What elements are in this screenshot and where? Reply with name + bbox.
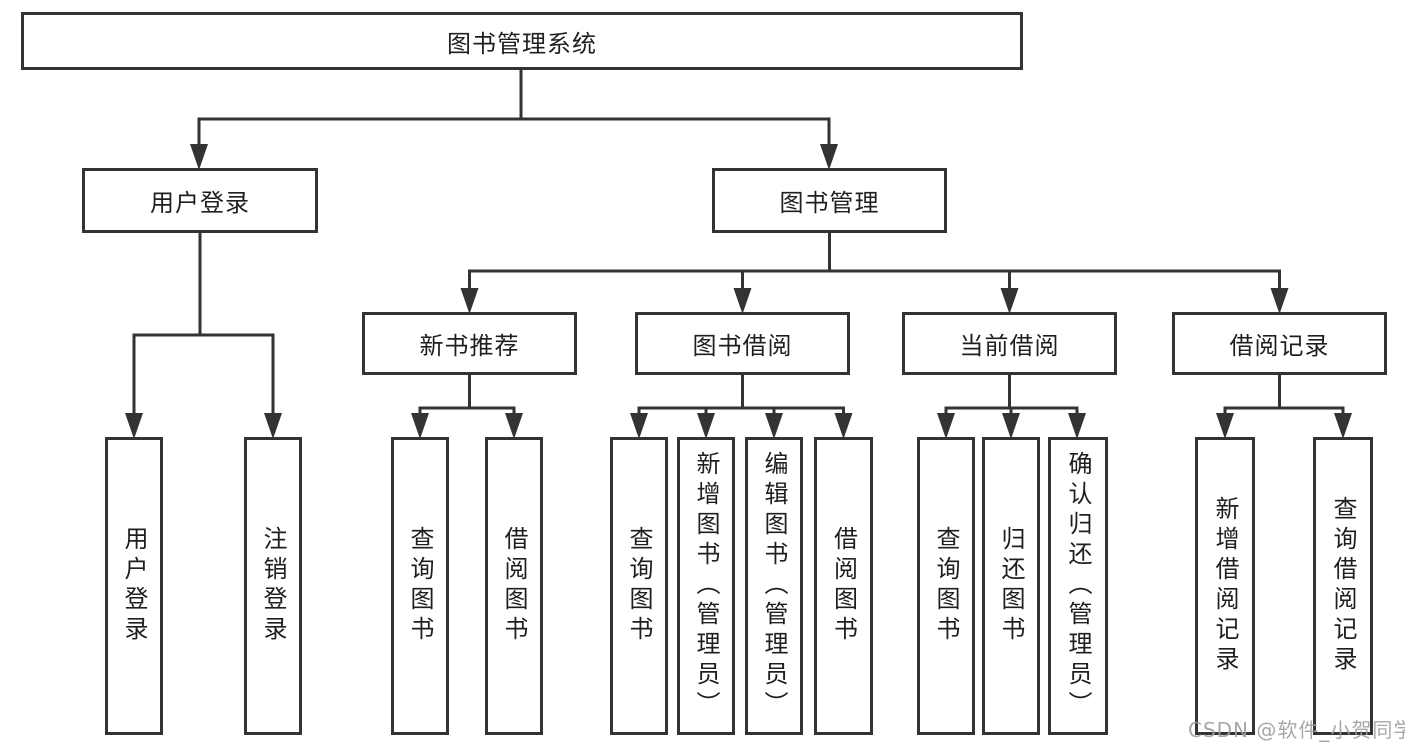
node-book-management: 图书管理 (712, 168, 947, 233)
node-current-borrow: 当前借阅 (902, 312, 1117, 375)
leaf-return-books: 归还图书 (982, 437, 1040, 735)
leaf-query-books-recommend: 查询图书 (391, 437, 449, 735)
leaf-logout: 注销登录 (244, 437, 302, 735)
leaf-query-borrow-record: 查询借阅记录 (1313, 437, 1373, 735)
connector-root-to-level2 (190, 70, 838, 170)
connector-current-to-leaves (937, 375, 1086, 439)
node-library-system: 图书管理系统 (21, 12, 1023, 70)
node-user-login: 用户登录 (82, 168, 318, 233)
csdn-watermark: CSDN @软件_小贺同学 (1188, 718, 1405, 742)
leaf-add-books-admin: 新增图书（管理员） (677, 437, 735, 735)
leaf-user-login: 用户登录 (105, 437, 163, 735)
connector-newbook-to-leaves (411, 375, 523, 439)
leaf-confirm-return-admin: 确认归还（管理员） (1048, 437, 1108, 735)
node-book-borrow: 图书借阅 (635, 312, 850, 375)
node-new-book-recommend: 新书推荐 (362, 312, 577, 375)
connector-userlogin-to-leaves (125, 233, 282, 439)
leaf-add-borrow-record: 新增借阅记录 (1195, 437, 1255, 735)
leaf-edit-books-admin: 编辑图书（管理员） (745, 437, 803, 735)
connector-bookmgmt-to-level3 (460, 233, 1289, 314)
connector-records-to-leaves (1216, 375, 1352, 439)
leaf-query-books-borrow: 查询图书 (610, 437, 668, 735)
leaf-borrow-books-recommend: 借阅图书 (485, 437, 543, 735)
leaf-query-books-current: 查询图书 (917, 437, 975, 735)
connector-borrow-to-leaves (630, 375, 853, 439)
leaf-borrow-books: 借阅图书 (814, 437, 873, 735)
node-borrow-records: 借阅记录 (1172, 312, 1387, 375)
